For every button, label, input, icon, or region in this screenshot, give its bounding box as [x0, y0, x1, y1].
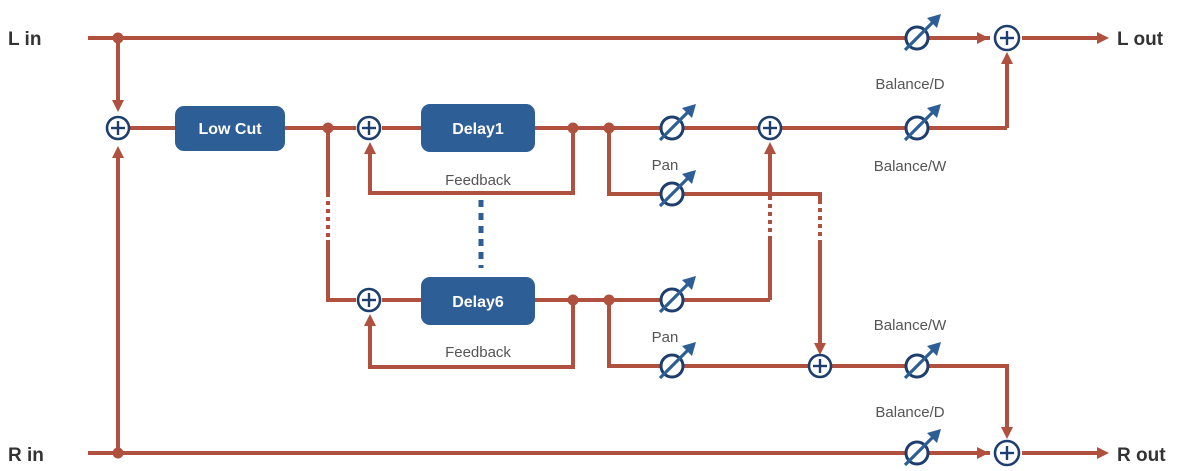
- l-in-label: L in: [8, 29, 41, 50]
- arrow-l-out: [1097, 32, 1109, 44]
- junction-feedback6: [567, 294, 579, 306]
- sum-icon-wet-left: [757, 115, 783, 141]
- sum-icon-wet-right: [807, 353, 833, 379]
- arrow-into-wet-l-sum: [764, 142, 776, 154]
- split-line-bottom: [326, 240, 356, 302]
- arrow-up-to-l-sum: [1001, 52, 1013, 64]
- delay6-block: Delay6: [421, 277, 535, 325]
- level-knob-icon-balance-d-right: [903, 429, 941, 467]
- pan6-label: Pan: [652, 329, 679, 346]
- delay1-label: Delay1: [452, 121, 504, 138]
- level-knob-icon-pan1-right: [658, 170, 696, 208]
- delay6-right-pan-line: [607, 300, 808, 368]
- delay6-label: Delay6: [452, 294, 504, 311]
- junction-dots: [112, 32, 615, 459]
- feedback1-loop: [368, 128, 575, 195]
- level-knob-icon-balance-d-left: [903, 14, 941, 52]
- level-knob-icon-pan6-right: [658, 342, 696, 380]
- junction-lowcut-split: [322, 122, 334, 134]
- wet-right-line: [832, 364, 1009, 429]
- arrow-into-r-sum: [977, 447, 989, 459]
- arrow-into-mixer-bottom: [112, 146, 124, 158]
- sum-icon-r-out: [993, 439, 1021, 467]
- level-knob-icon-balance-w-left: [903, 104, 941, 142]
- balance-d-bottom-label: Balance/D: [875, 404, 944, 421]
- level-knob-icon-pan6-left: [658, 276, 696, 314]
- sum-icon-delay6-feedback: [356, 287, 382, 313]
- delay1-block: Delay1: [421, 104, 535, 152]
- arrow-into-mixer-top: [112, 100, 124, 112]
- junction-feedback1: [567, 122, 579, 134]
- sum-icon-delay1-feedback: [356, 115, 382, 141]
- junction-l-in: [112, 32, 124, 44]
- pan1-label: Pan: [652, 157, 679, 174]
- delay1-right-pan-line: [607, 128, 822, 200]
- arrow-into-l-sum: [977, 32, 989, 44]
- signal-lines: [88, 36, 1098, 455]
- arrow-feedback1: [364, 142, 376, 154]
- low-cut-label: Low Cut: [198, 121, 262, 138]
- feedback6-loop: [368, 300, 575, 369]
- balance-w-top-label: Balance/W: [874, 158, 947, 175]
- r-out-label: R out: [1117, 445, 1166, 466]
- r-in-label: R in: [8, 445, 44, 466]
- level-knob-icon-pan1-left: [658, 104, 696, 142]
- feedback1-label: Feedback: [445, 172, 511, 189]
- level-knob-icon-balance-w-right: [903, 342, 941, 380]
- l-out-label: L out: [1117, 29, 1164, 50]
- arrow-into-wet-r-sum: [814, 343, 826, 355]
- balance-d-top-label: Balance/D: [875, 76, 944, 93]
- feedback6-label: Feedback: [445, 344, 511, 361]
- arrow-feedback6: [364, 314, 376, 326]
- arrowheads: [112, 32, 1109, 459]
- junction-pan6: [603, 294, 615, 306]
- low-cut-block: Low Cut: [175, 106, 285, 151]
- arrow-down-to-r-sum: [1001, 427, 1013, 439]
- junction-pan1: [603, 122, 615, 134]
- sum-icon-input-mixer: [105, 115, 131, 141]
- sum-icon-l-out: [993, 24, 1021, 52]
- balance-w-bottom-label: Balance/W: [874, 317, 947, 334]
- arrow-r-out: [1097, 447, 1109, 459]
- junction-r-in: [112, 447, 124, 459]
